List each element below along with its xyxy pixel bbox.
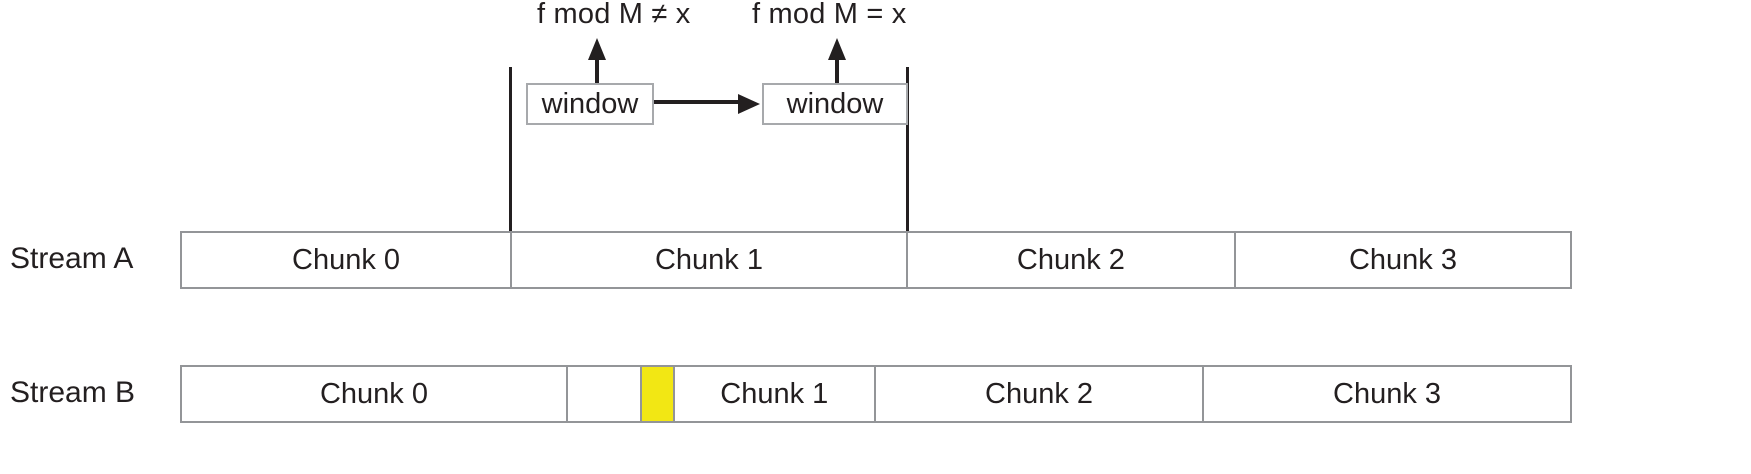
stream-b-chunk-1-label: Chunk 1: [720, 377, 829, 410]
stream-a-chunk-0[interactable]: Chunk 0: [182, 233, 513, 287]
stream-b-chunk-0-label: Chunk 0: [319, 377, 428, 410]
formula-label-match: f mod M = x: [752, 0, 907, 30]
stream-b-chunk-1[interactable]: Chunk 1: [674, 367, 877, 421]
window-box-left-label: window: [541, 87, 639, 120]
stream-b-strip: Chunk 0 Chunk 1 Chunk 2 Chunk 3: [180, 365, 1572, 423]
stream-a-chunk-2-label: Chunk 2: [1016, 243, 1125, 276]
stream-a-chunk-0-label: Chunk 0: [292, 243, 401, 276]
formula-label-mismatch: f mod M ≠ x: [537, 0, 691, 30]
stream-b-chunk-3[interactable]: Chunk 3: [1204, 367, 1570, 421]
stream-b-inserted-gap[interactable]: [567, 367, 642, 421]
stream-b-inserted-data-highlight[interactable]: [641, 367, 675, 421]
window-box-left[interactable]: window: [526, 83, 654, 125]
stream-b-chunk-2-label: Chunk 2: [985, 377, 1094, 410]
stream-b-chunk-3-label: Chunk 3: [1333, 377, 1442, 410]
stream-a-chunk-1-label: Chunk 1: [654, 243, 763, 276]
stream-a-label: Stream A: [10, 242, 134, 275]
stream-a-chunk-3-label: Chunk 3: [1348, 243, 1457, 276]
window-slide-arrow-icon: [654, 92, 762, 116]
boundary-rule-left: [509, 67, 512, 259]
stream-a-chunk-2[interactable]: Chunk 2: [907, 233, 1236, 287]
window-box-right[interactable]: window: [762, 83, 908, 125]
up-arrow-right-icon: [826, 38, 848, 88]
boundary-rule-right: [906, 67, 909, 259]
stream-b-label: Stream B: [10, 376, 136, 409]
stream-a-chunk-1[interactable]: Chunk 1: [512, 233, 908, 287]
stream-b-chunk-0[interactable]: Chunk 0: [182, 367, 568, 421]
window-box-right-label: window: [786, 87, 884, 120]
stream-a-chunk-3[interactable]: Chunk 3: [1235, 233, 1570, 287]
stream-a-strip: Chunk 0 Chunk 1 Chunk 2 Chunk 3: [180, 231, 1572, 289]
stream-b-chunk-2[interactable]: Chunk 2: [876, 367, 1205, 421]
up-arrow-left-icon: [586, 38, 608, 88]
